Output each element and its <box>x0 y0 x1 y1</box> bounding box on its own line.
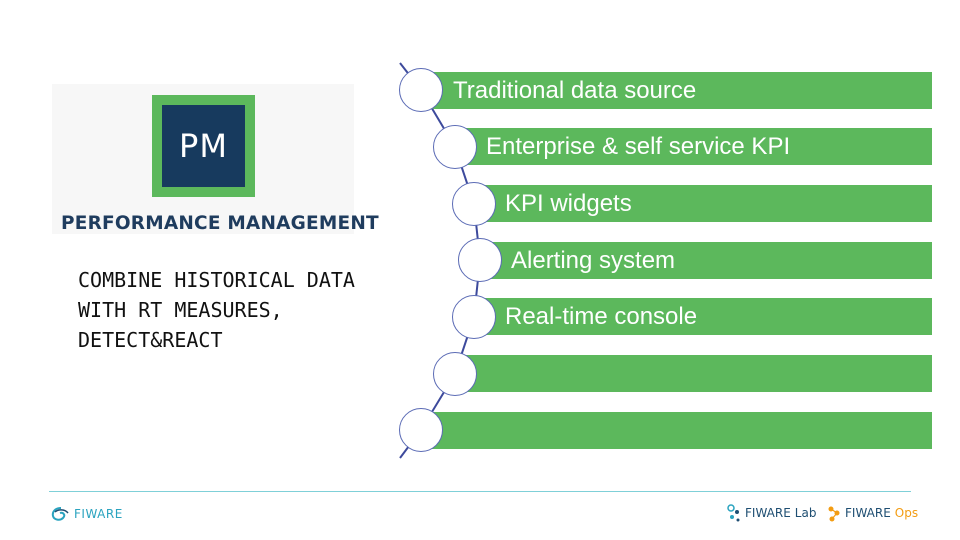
step-label: Real-time console <box>505 303 698 330</box>
step-bar-5: Real-time console <box>474 298 932 335</box>
fiware-swirl-icon <box>51 507 69 521</box>
description-line: WITH RT MEASURES, <box>78 298 283 322</box>
step-node-1 <box>399 68 443 112</box>
step-node-2 <box>433 125 477 169</box>
step-bar-3: KPI widgets <box>474 185 932 222</box>
fiware-ops-suffix: Ops <box>894 506 919 520</box>
footer-divider <box>49 491 911 492</box>
pm-logo-text: PM <box>162 105 245 187</box>
ops-nodes-icon <box>828 506 840 522</box>
description: COMBINE HISTORICAL DATA WITH RT MEASURES… <box>78 265 355 355</box>
lab-dots-icon <box>727 504 740 522</box>
step-node-5 <box>452 295 496 339</box>
step-node-3 <box>452 182 496 226</box>
step-node-4 <box>458 238 502 282</box>
fiware-logo: FIWARE <box>51 506 123 522</box>
step-bar-2: Enterprise & self service KPI <box>455 128 932 165</box>
description-line: DETECT&REACT <box>78 328 223 352</box>
step-label: KPI widgets <box>505 190 632 217</box>
step-bar-7 <box>421 412 932 449</box>
step-bar-6 <box>455 355 932 392</box>
section-title: PERFORMANCE MANAGEMENT <box>61 213 379 234</box>
step-label: Enterprise & self service KPI <box>486 133 791 160</box>
step-node-7 <box>399 408 443 452</box>
fiware-ops-logo: FIWARE Ops <box>827 503 918 523</box>
description-line: COMBINE HISTORICAL DATA <box>78 268 355 292</box>
fiware-ops-brand: FIWARE <box>845 506 891 520</box>
fiware-lab-brand: FIWARE <box>745 506 791 520</box>
fiware-lab-logo: FIWARE Lab <box>727 503 816 523</box>
pm-logo: PM <box>152 95 255 197</box>
fiware-lab-suffix: Lab <box>794 506 817 520</box>
step-bar-4: Alerting system <box>480 242 932 279</box>
step-label: Traditional data source <box>453 77 697 104</box>
fiware-logo-text: FIWARE <box>74 507 123 521</box>
step-label: Alerting system <box>511 247 676 274</box>
step-bar-1: Traditional data source <box>421 72 932 109</box>
step-node-6 <box>433 352 477 396</box>
